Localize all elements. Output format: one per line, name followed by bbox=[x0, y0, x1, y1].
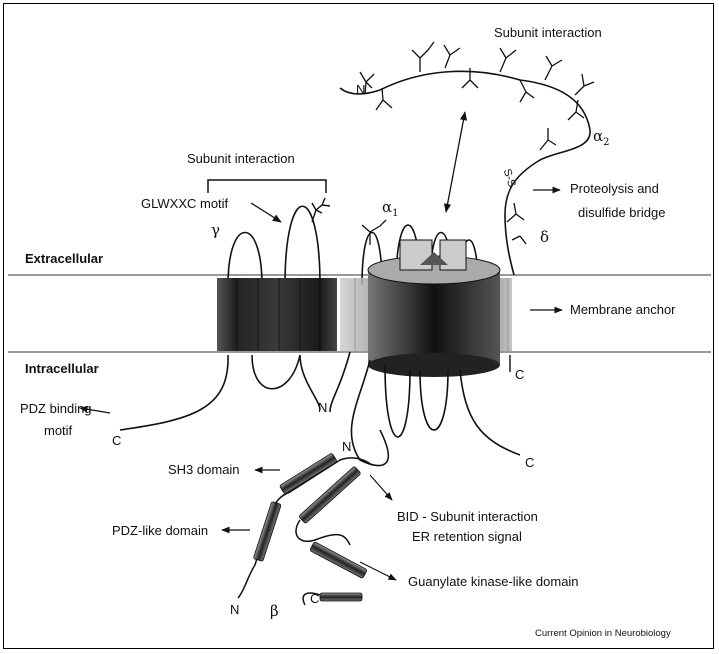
bid-label-line2: ER retention signal bbox=[412, 530, 522, 544]
delta-c-terminus: C bbox=[515, 368, 524, 382]
proteolysis-label-line1: Proteolysis and bbox=[570, 182, 659, 196]
alpha2-subscript: 2 bbox=[603, 137, 609, 148]
beta-label: β bbox=[270, 603, 279, 620]
gamma-label: γ bbox=[211, 222, 220, 239]
guanylate-kinase-label: Guanylate kinase-like domain bbox=[408, 575, 579, 589]
beta-domain-bar bbox=[310, 542, 368, 579]
beta-domain-bar bbox=[279, 453, 337, 494]
gamma-n-terminus: N bbox=[318, 401, 327, 415]
beta-c-terminus: C bbox=[310, 592, 319, 606]
alpha2-label: α2 bbox=[593, 128, 610, 148]
pdz-like-domain-label: PDZ-like domain bbox=[112, 524, 208, 538]
gamma-c-terminus: C bbox=[112, 434, 121, 448]
beta-domain-bar bbox=[253, 501, 281, 561]
beta-domain-bar bbox=[320, 593, 362, 601]
glwxxc-arrow bbox=[251, 203, 281, 222]
subunit-interaction-arrow bbox=[446, 112, 465, 212]
gamma-glycan-icon bbox=[312, 198, 330, 222]
sh3-domain-label: SH3 domain bbox=[168, 463, 240, 477]
alpha1-label: α1 bbox=[382, 199, 399, 219]
alpha1-n-terminus: N bbox=[342, 440, 351, 454]
pdz-binding-label-line2: motif bbox=[44, 424, 72, 438]
subunit-interaction-label-top: Subunit interaction bbox=[494, 26, 602, 40]
proteolysis-label-line2: disulfide bridge bbox=[578, 206, 665, 220]
delta-label: δ bbox=[540, 229, 549, 246]
gamma-transmembrane-block bbox=[217, 278, 337, 351]
alpha2-n-terminus: N bbox=[356, 83, 365, 97]
pdz-binding-label-line1: PDZ binding bbox=[20, 402, 92, 416]
extracellular-label: Extracellular bbox=[25, 252, 103, 266]
subunit-interaction-label-gamma: Subunit interaction bbox=[187, 152, 295, 166]
alpha1-symbol: α bbox=[382, 198, 392, 216]
source-credit: Current Opinion in Neurobiology bbox=[535, 629, 671, 639]
bid-label-line1: BID - Subunit interaction bbox=[397, 510, 538, 524]
beta-n-terminus: N bbox=[230, 603, 239, 617]
alpha1-c-terminus: C bbox=[525, 456, 534, 470]
gamma-interaction-bracket bbox=[208, 180, 326, 193]
glwxxc-motif-label: GLWXXC motif bbox=[141, 197, 228, 211]
alpha1-subscript: 1 bbox=[392, 208, 398, 219]
intracellular-label: Intracellular bbox=[25, 362, 99, 376]
beta-subunit bbox=[238, 453, 372, 605]
alpha2-symbol: α bbox=[593, 127, 603, 145]
bid-arrow bbox=[370, 475, 392, 500]
membrane-anchor-label: Membrane anchor bbox=[570, 303, 676, 317]
alpha1-pore-cylinder bbox=[368, 240, 500, 377]
